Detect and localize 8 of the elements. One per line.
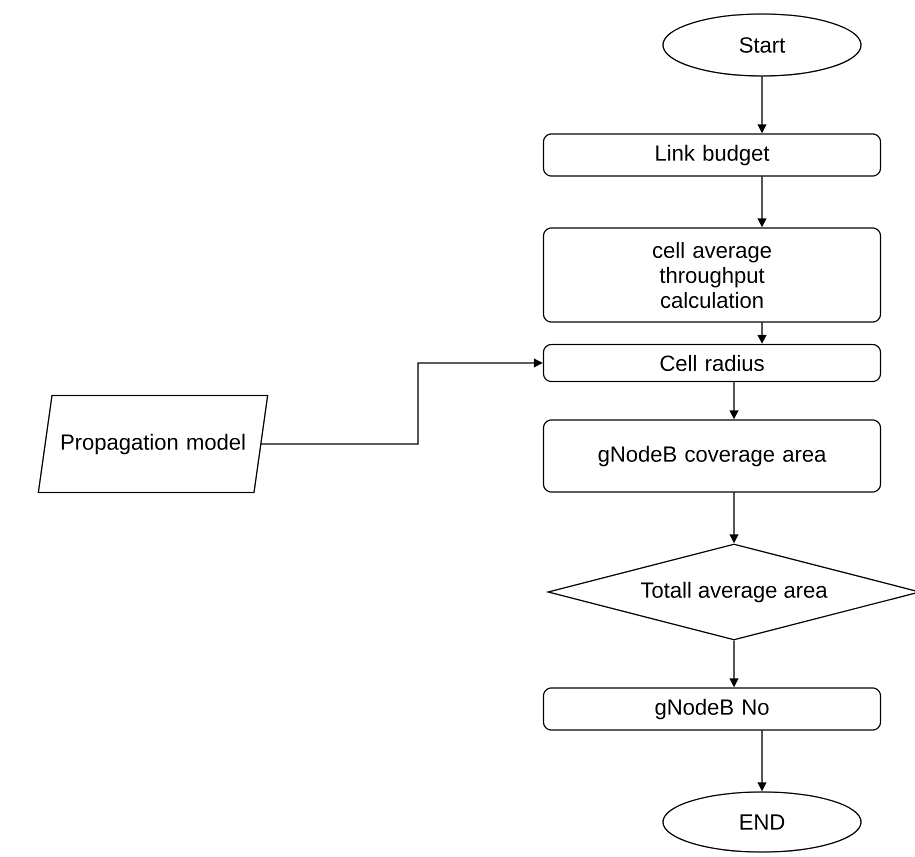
process-box: gNodeB No xyxy=(542,687,882,731)
process-box: gNodeB coverage area xyxy=(542,419,882,493)
input-parallelogram: Propagation model xyxy=(38,394,268,494)
process-box: Cell radius xyxy=(542,344,882,382)
process-box: cell average throughput calculation xyxy=(542,227,882,323)
end-terminal: END xyxy=(662,791,862,853)
process-box: Link budget xyxy=(542,133,882,177)
start-terminal: Start xyxy=(662,13,862,77)
